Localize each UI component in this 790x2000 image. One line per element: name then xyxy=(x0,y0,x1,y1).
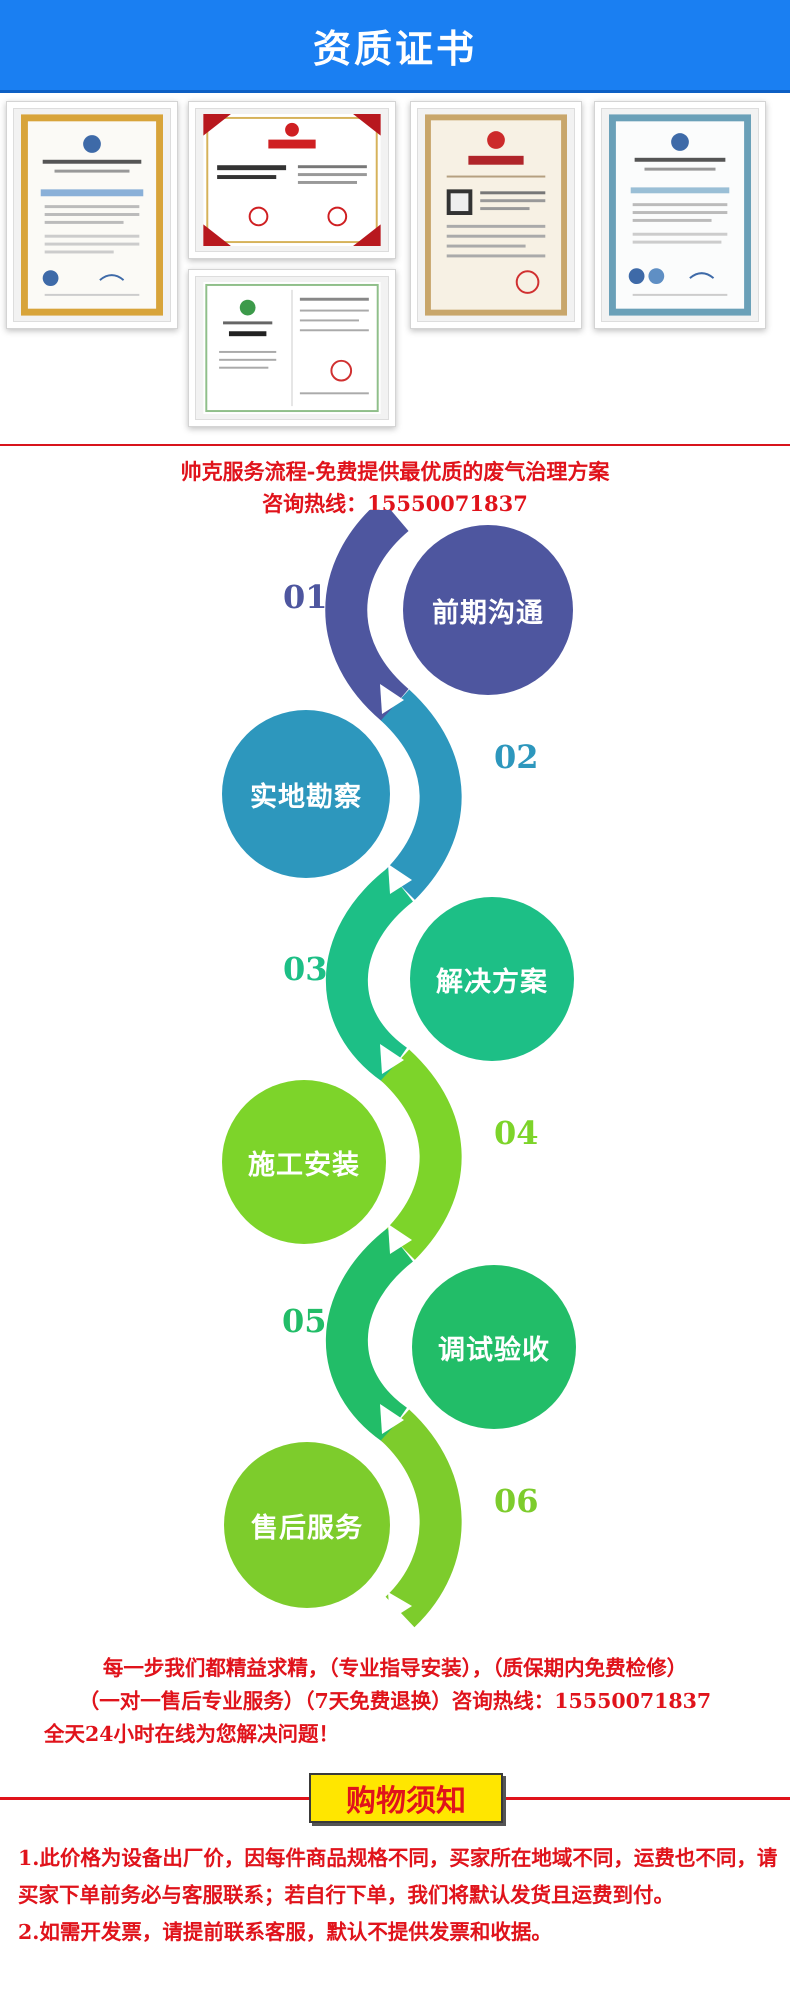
step-2-number: 02 xyxy=(494,738,539,776)
step-1-circle: 前期沟通 xyxy=(403,525,573,695)
notice-line-right xyxy=(505,1797,790,1800)
flow-arrow-6 xyxy=(388,1592,412,1620)
flow-arrow-5 xyxy=(380,1404,404,1434)
step-4-circle: 施工安装 xyxy=(222,1080,386,1244)
notice-terms: 1.此价格为设备出厂价，因每件商品规格不同，买家所在地域不同，运费也不同，请买家… xyxy=(18,1840,778,1951)
flow-arrow-1 xyxy=(380,684,404,714)
flow-arrow-3 xyxy=(380,1044,404,1074)
flow-arrow-4 xyxy=(388,1224,412,1254)
step-4-label: 施工安装 xyxy=(248,1149,360,1181)
flow-arrow-2 xyxy=(388,864,412,894)
step-2-label: 实地勘察 xyxy=(250,781,362,813)
promise-line-2: （一对一售后专业服务）（7天免费退换）咨询热线：15550071837 xyxy=(78,1689,712,1713)
flow-segment-4 xyxy=(380,1049,462,1260)
step-1-number: 01 xyxy=(283,578,328,616)
certificate-ohs-image xyxy=(21,114,163,316)
process-hotline: 咨询热线：15550071837 xyxy=(262,491,528,516)
certificate-quality-image xyxy=(203,282,381,414)
certificate-ohs[interactable] xyxy=(6,101,178,329)
notice-line-left xyxy=(0,1797,309,1800)
certificate-env[interactable] xyxy=(594,101,766,329)
certificate-honor[interactable] xyxy=(188,101,396,259)
header-title: 资质证书 xyxy=(312,26,477,71)
step-5-circle: 调试验收 xyxy=(412,1265,576,1429)
certificate-env-image xyxy=(609,114,751,316)
step-2-circle: 实地勘察 xyxy=(222,710,390,878)
certificate-license-image xyxy=(425,114,567,316)
divider xyxy=(0,444,790,446)
notice-term-1: 1.此价格为设备出厂价，因每件商品规格不同，买家所在地域不同，运费也不同，请买家… xyxy=(18,1846,778,1907)
step-6-circle: 售后服务 xyxy=(224,1442,390,1608)
step-3-circle: 解决方案 xyxy=(410,897,574,1061)
flow-segment-3 xyxy=(325,868,414,1083)
process-title: 帅克服务流程-免费提供最优质的废气治理方案 xyxy=(180,459,610,484)
process-flow-path xyxy=(325,510,462,1628)
flow-segment-2 xyxy=(380,689,462,900)
step-3-label: 解决方案 xyxy=(436,966,548,998)
step-1-label: 前期沟通 xyxy=(432,597,544,629)
promise-line-1: 每一步我们都精益求精，（专业指导安装），（质保期内免费检修） xyxy=(102,1656,688,1680)
notice-title: 购物须知 xyxy=(309,1773,503,1823)
certificate-license[interactable] xyxy=(410,101,582,329)
step-6-number: 06 xyxy=(494,1482,539,1520)
flow-segment-1 xyxy=(325,510,410,722)
step-5-number: 05 xyxy=(282,1302,327,1340)
header-bar: 资质证书 xyxy=(0,0,790,93)
step-6-label: 售后服务 xyxy=(251,1512,363,1544)
step-3-number: 03 xyxy=(283,950,328,988)
notice-term-2: 2.如需开发票，请提前联系客服，默认不提供发票和收据。 xyxy=(18,1920,552,1944)
certificate-honor-image xyxy=(203,114,381,246)
certificate-gallery xyxy=(0,95,790,435)
promise-line-3: 全天24小时在线为您解决问题！ xyxy=(44,1722,340,1746)
flow-segment-6 xyxy=(380,1409,462,1628)
certificate-quality[interactable] xyxy=(188,269,396,427)
step-5-label: 调试验收 xyxy=(438,1334,550,1366)
flow-segment-5 xyxy=(325,1228,414,1443)
step-4-number: 04 xyxy=(494,1114,539,1152)
